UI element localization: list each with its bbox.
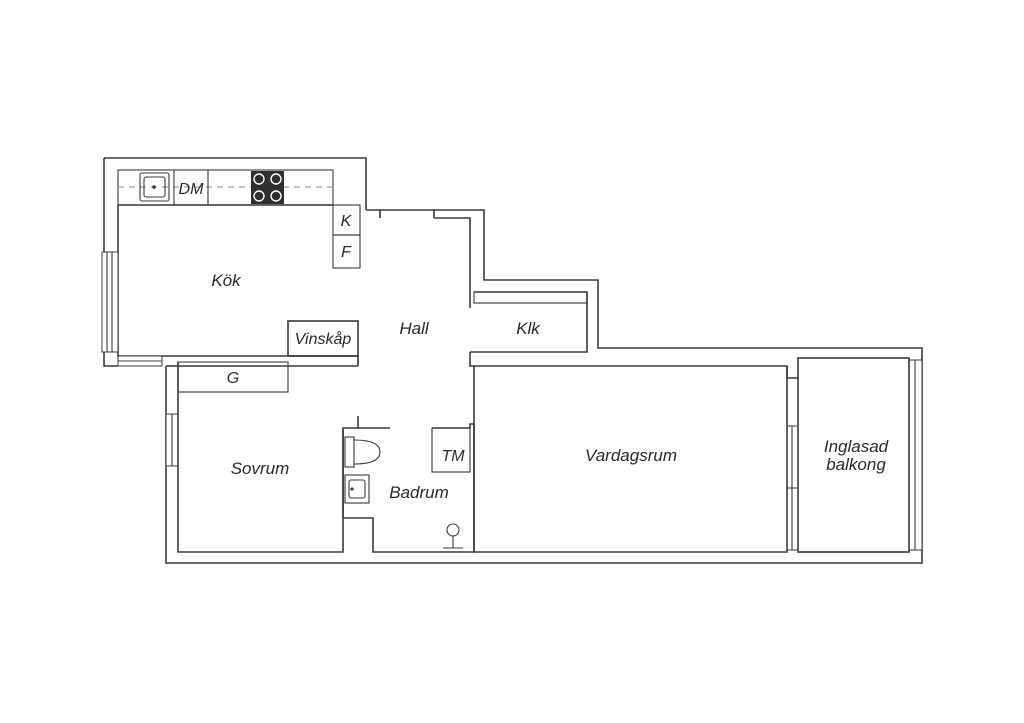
wine-cabinet-label: Vinskåp [295,330,352,348]
room-label-closet: Klk [516,319,541,338]
kitchen-counter [117,169,361,269]
washbasin-icon [344,474,370,504]
closet-walls [470,291,588,353]
wine-cabinet [287,320,359,357]
room-label-bedroom: Sovrum [231,459,290,478]
room-label-hall: Hall [399,319,430,338]
fridge-label: F [341,244,352,261]
windows [101,251,923,551]
room-label-balcony-line1: Inglasad [824,437,889,456]
freezer-label: K [341,213,353,230]
sink-icon [139,172,170,202]
room-label-bathroom: Badrum [389,483,449,502]
toilet-icon [344,436,381,468]
living-room-walls [473,357,910,553]
room-label-kitchen: Kök [211,271,242,290]
bedroom-walls [177,361,359,553]
wardrobe-label: G [227,370,239,387]
outer-walls [103,157,923,564]
shower-icon [443,523,463,549]
washing-machine-label: TM [441,448,465,465]
room-label-balcony-line2: balkong [826,455,886,474]
dishwasher-label: DM [179,181,205,198]
stove-icon [251,171,284,204]
room-label-living-room: Vardagsrum [585,446,677,465]
